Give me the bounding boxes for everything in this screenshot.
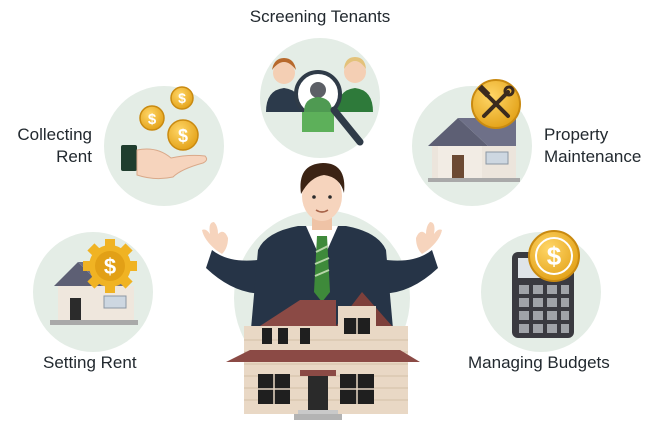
svg-text:$: $ (104, 254, 116, 279)
label-collecting-rent-line1: Collecting (17, 125, 92, 144)
hair (300, 163, 345, 194)
house-with-dollar-gear-icon: $ (50, 239, 138, 325)
svg-text:$: $ (178, 90, 186, 106)
house-with-tools-icon (428, 79, 521, 182)
label-screening-tenants: Screening Tenants (249, 7, 391, 26)
label-property-maintenance: Property Maintenance (544, 124, 641, 168)
property-manager-with-house-illustration (202, 163, 442, 420)
label-collecting-rent: Collecting Rent (4, 124, 92, 168)
calculator-with-coin-icon: $ (512, 230, 580, 338)
svg-text:$: $ (178, 126, 188, 146)
label-setting-rent: Setting Rent (43, 353, 137, 372)
center-house (226, 292, 420, 420)
head (302, 171, 342, 221)
hand-with-coins-icon: $ $ $ (121, 86, 208, 180)
tie (314, 236, 330, 302)
left-hand (202, 222, 228, 254)
label-property-maintenance-line2: Maintenance (544, 147, 642, 166)
label-property-maintenance-line1: Property (544, 125, 609, 144)
label-collecting-rent-line2: Rent (56, 147, 92, 166)
right-hand (416, 222, 442, 254)
magnifier-over-people-icon (266, 57, 373, 146)
svg-text:$: $ (547, 241, 562, 271)
collecting-circle-bg (104, 86, 224, 206)
label-managing-budgets: Managing Budgets (468, 353, 610, 372)
svg-text:$: $ (148, 111, 157, 128)
